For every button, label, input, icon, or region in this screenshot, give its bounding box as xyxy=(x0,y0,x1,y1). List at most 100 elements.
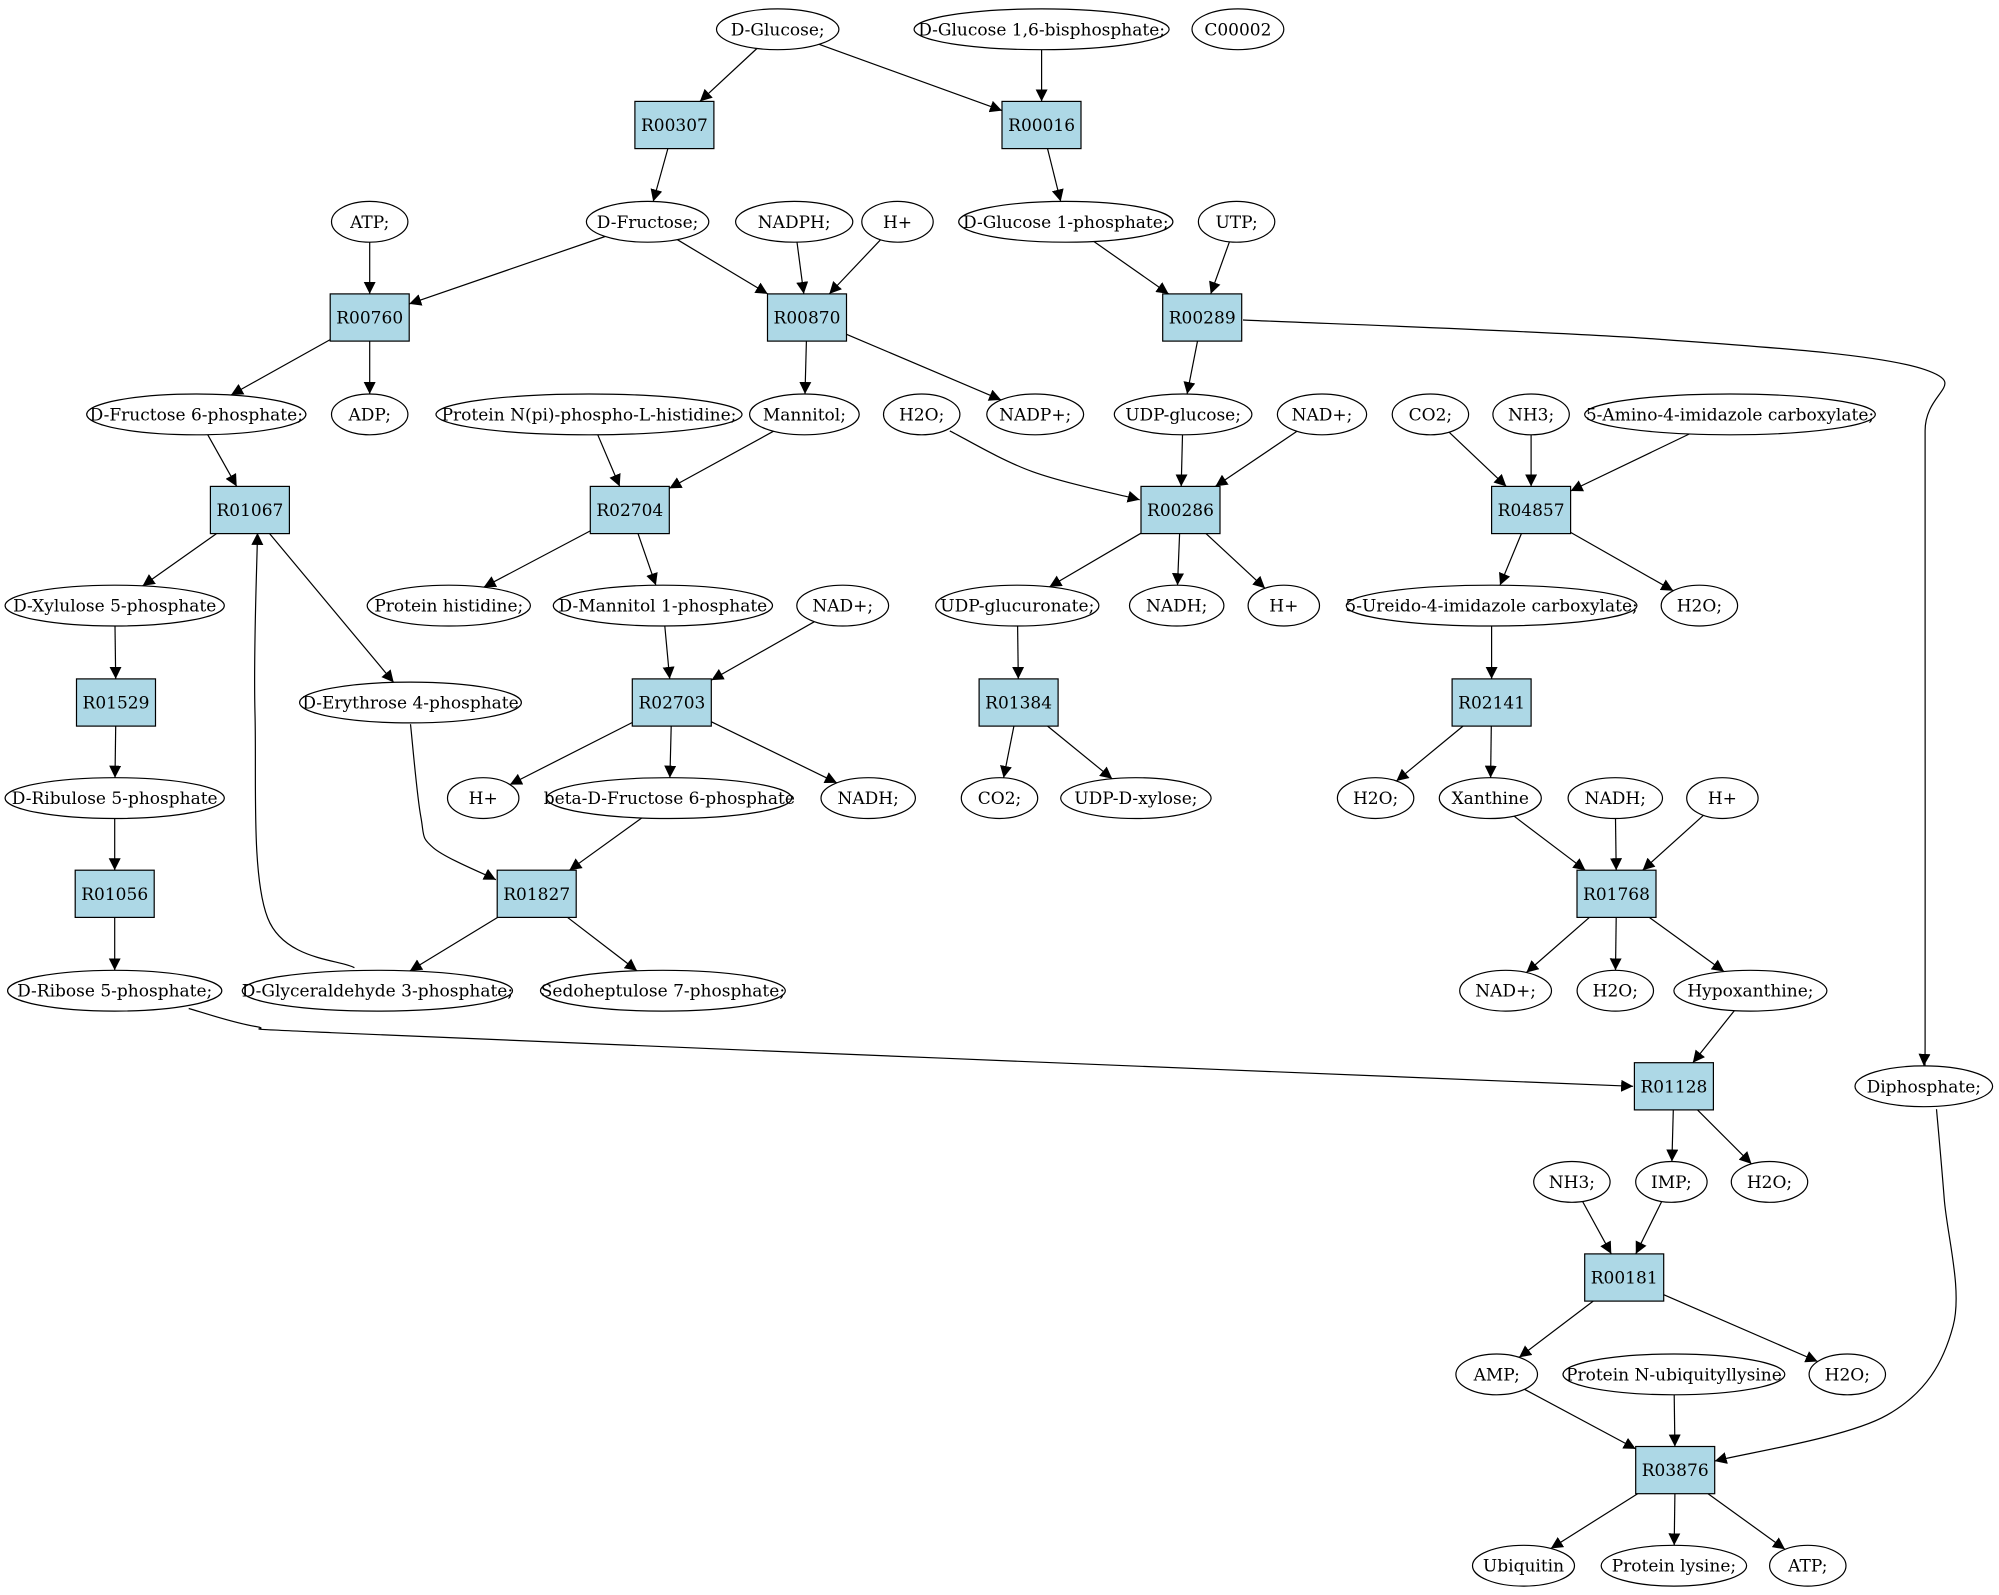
metabolite-node-uica[interactable]: 5-Ureido-4-imidazole carboxylate; xyxy=(1345,584,1638,627)
reaction-node-R01128[interactable]: R01128 xyxy=(1633,1062,1715,1111)
metabolite-node-xu5p[interactable]: D-Xylulose 5-phosphate xyxy=(4,584,225,627)
reaction-node-R01529[interactable]: R01529 xyxy=(75,678,157,727)
reaction-node-R00760[interactable]: R00760 xyxy=(329,293,410,342)
metabolite-node-nadp[interactable]: NADP+; xyxy=(986,393,1085,436)
metabolite-node-adp[interactable]: ADP; xyxy=(330,393,409,436)
metabolite-ellipse xyxy=(882,393,961,436)
reaction-node-R02703[interactable]: R02703 xyxy=(631,678,712,727)
edge-hyp-to-R01128 xyxy=(1692,1010,1735,1064)
metabolite-node-pnub[interactable]: Protein N-ubiquityllysine xyxy=(1562,1353,1786,1396)
metabolite-node-bf6p[interactable]: beta-D-Fructose 6-phosphate xyxy=(544,777,795,820)
reaction-node-R00870[interactable]: R00870 xyxy=(766,293,848,342)
metabolite-node-nadh1[interactable]: NADH; xyxy=(1128,584,1225,627)
metabolite-node-h2o4[interactable]: H2O; xyxy=(1576,969,1655,1012)
metabolite-node-atp1[interactable]: ATP; xyxy=(330,200,409,243)
reaction-node-R01827[interactable]: R01827 xyxy=(496,869,577,919)
reaction-box xyxy=(634,100,715,150)
reaction-node-R00181[interactable]: R00181 xyxy=(1584,1253,1665,1302)
metabolite-node-nadh2[interactable]: NADH; xyxy=(820,777,917,820)
reaction-box xyxy=(766,293,848,342)
node-label: H2O; xyxy=(1593,982,1638,1002)
metabolite-node-atp2[interactable]: ATP; xyxy=(1769,1544,1847,1587)
metabolite-node-ru5p[interactable]: D-Ribulose 5-phosphate xyxy=(4,777,225,820)
metabolite-node-hyp[interactable]: Hypoxanthine; xyxy=(1673,969,1828,1012)
metabolite-node-h2o5[interactable]: H2O; xyxy=(1730,1160,1809,1203)
metabolite-node-s7p[interactable]: Sedoheptulose 7-phosphate; xyxy=(539,969,786,1012)
node-label: D-Glucose 1-phosphate; xyxy=(963,213,1169,233)
metabolite-node-c2[interactable]: C00002 xyxy=(1191,8,1285,51)
edge-pnhis-to-R02704 xyxy=(597,434,621,487)
node-label: NAD+; xyxy=(1292,405,1353,425)
edge-hp1-to-R00870 xyxy=(828,239,881,295)
edge-udpgluc-to-R01384 xyxy=(1012,625,1025,679)
metabolite-node-plys[interactable]: Protein lysine; xyxy=(1600,1544,1748,1587)
metabolite-node-f6p[interactable]: D-Fructose 6-phosphate; xyxy=(86,393,307,436)
node-label: ATP; xyxy=(349,213,389,233)
metabolite-node-h2o1[interactable]: H2O; xyxy=(882,393,961,436)
reaction-box xyxy=(496,869,577,919)
metabolite-node-g1p[interactable]: D-Glucose 1-phosphate; xyxy=(958,200,1174,243)
metabolite-ellipse xyxy=(1730,1160,1809,1203)
metabolite-node-co2b[interactable]: CO2; xyxy=(960,777,1039,820)
metabolite-node-hp3[interactable]: H+ xyxy=(446,777,520,820)
reaction-node-R01384[interactable]: R01384 xyxy=(978,678,1059,727)
metabolite-node-mannitol[interactable]: Mannitol; xyxy=(749,393,860,436)
node-label: D-Ribulose 5-phosphate xyxy=(12,789,218,809)
metabolite-node-r5p[interactable]: D-Ribose 5-phosphate; xyxy=(6,969,223,1012)
reaction-node-R00286[interactable]: R00286 xyxy=(1140,485,1221,535)
metabolite-node-co2a[interactable]: CO2; xyxy=(1391,393,1470,436)
metabolite-node-m1p[interactable]: D-Mannitol 1-phosphate xyxy=(552,584,774,627)
metabolite-node-gap[interactable]: D-Glyceraldehyde 3-phosphate; xyxy=(241,969,514,1012)
reaction-node-R04857[interactable]: R04857 xyxy=(1490,485,1572,535)
reaction-node-R00016[interactable]: R00016 xyxy=(1001,100,1082,150)
metabolite-node-fru[interactable]: D-Fructose; xyxy=(585,200,710,243)
metabolite-node-h2o3[interactable]: H2O; xyxy=(1336,777,1415,820)
metabolite-node-nadh3[interactable]: NADH; xyxy=(1567,777,1664,820)
edge-R00181-to-h2o6 xyxy=(1663,1294,1818,1363)
metabolite-node-pnhis[interactable]: Protein N(pi)-phospho-L-histidine; xyxy=(435,393,743,436)
edge-R02703-to-bf6p xyxy=(664,726,677,778)
metabolite-node-udpglc[interactable]: UDP-glucose; xyxy=(1113,393,1253,436)
metabolite-node-nh3a[interactable]: NH3; xyxy=(1492,393,1570,436)
metabolite-node-ubq[interactable]: Ubiquitin xyxy=(1471,1544,1576,1587)
metabolite-node-ppi[interactable]: Diphosphate; xyxy=(1854,1065,1994,1108)
metabolite-node-glc[interactable]: D-Glucose; xyxy=(715,8,840,51)
metabolite-node-aica[interactable]: 5-Amino-4-imidazole carboxylate; xyxy=(1584,393,1876,436)
reaction-node-R01067[interactable]: R01067 xyxy=(209,485,290,535)
node-label: D-Glucose; xyxy=(731,20,825,40)
metabolite-node-h2o2[interactable]: H2O; xyxy=(1660,584,1739,627)
node-label: NADP+; xyxy=(999,405,1071,425)
metabolite-node-phis[interactable]: Protein histidine; xyxy=(366,584,531,627)
metabolite-node-hp4[interactable]: H+ xyxy=(1686,777,1759,820)
metabolite-node-nad2[interactable]: NAD+; xyxy=(796,584,890,627)
reaction-node-R01768[interactable]: R01768 xyxy=(1576,869,1657,919)
metabolite-node-nh3b[interactable]: NH3; xyxy=(1533,1160,1611,1203)
metabolite-node-g16bp[interactable]: D-Glucose 1,6-bisphosphate; xyxy=(913,8,1170,51)
metabolite-node-imp[interactable]: IMP; xyxy=(1635,1160,1708,1203)
metabolite-ellipse xyxy=(1533,1160,1611,1203)
metabolite-node-udpxyl[interactable]: UDP-D-xylose; xyxy=(1060,777,1212,820)
reaction-node-R02141[interactable]: R02141 xyxy=(1451,678,1532,727)
reaction-node-R00289[interactable]: R00289 xyxy=(1162,293,1243,342)
metabolite-ellipse xyxy=(1584,393,1876,436)
metabolite-node-h2o6[interactable]: H2O; xyxy=(1808,1353,1887,1396)
edge-gap-to-R01067 xyxy=(251,532,355,969)
reaction-box xyxy=(1490,485,1572,535)
reaction-box xyxy=(631,678,712,727)
reaction-box xyxy=(978,678,1059,727)
metabolite-node-udpgluc[interactable]: UDP-glucuronate; xyxy=(935,584,1100,627)
reaction-node-R03876[interactable]: R03876 xyxy=(1635,1445,1716,1495)
metabolite-node-xan[interactable]: Xanthine xyxy=(1438,777,1542,820)
metabolite-node-nadph[interactable]: NADPH; xyxy=(735,200,854,243)
reaction-node-R01056[interactable]: R01056 xyxy=(74,869,155,919)
metabolite-node-hp2[interactable]: H+ xyxy=(1247,584,1321,627)
metabolite-node-hp1[interactable]: H+ xyxy=(861,200,934,243)
metabolite-node-utp[interactable]: UTP; xyxy=(1197,200,1276,243)
reaction-node-R00307[interactable]: R00307 xyxy=(634,100,715,150)
node-label: 5-Ureido-4-imidazole carboxylate; xyxy=(1345,597,1637,617)
metabolite-node-amp[interactable]: AMP; xyxy=(1455,1353,1539,1396)
metabolite-node-e4p[interactable]: D-Erythrose 4-phosphate xyxy=(299,681,523,724)
reaction-node-R02704[interactable]: R02704 xyxy=(589,485,670,535)
metabolite-node-nad1[interactable]: NAD+; xyxy=(1276,393,1368,436)
metabolite-node-nad3[interactable]: NAD+; xyxy=(1459,969,1553,1012)
